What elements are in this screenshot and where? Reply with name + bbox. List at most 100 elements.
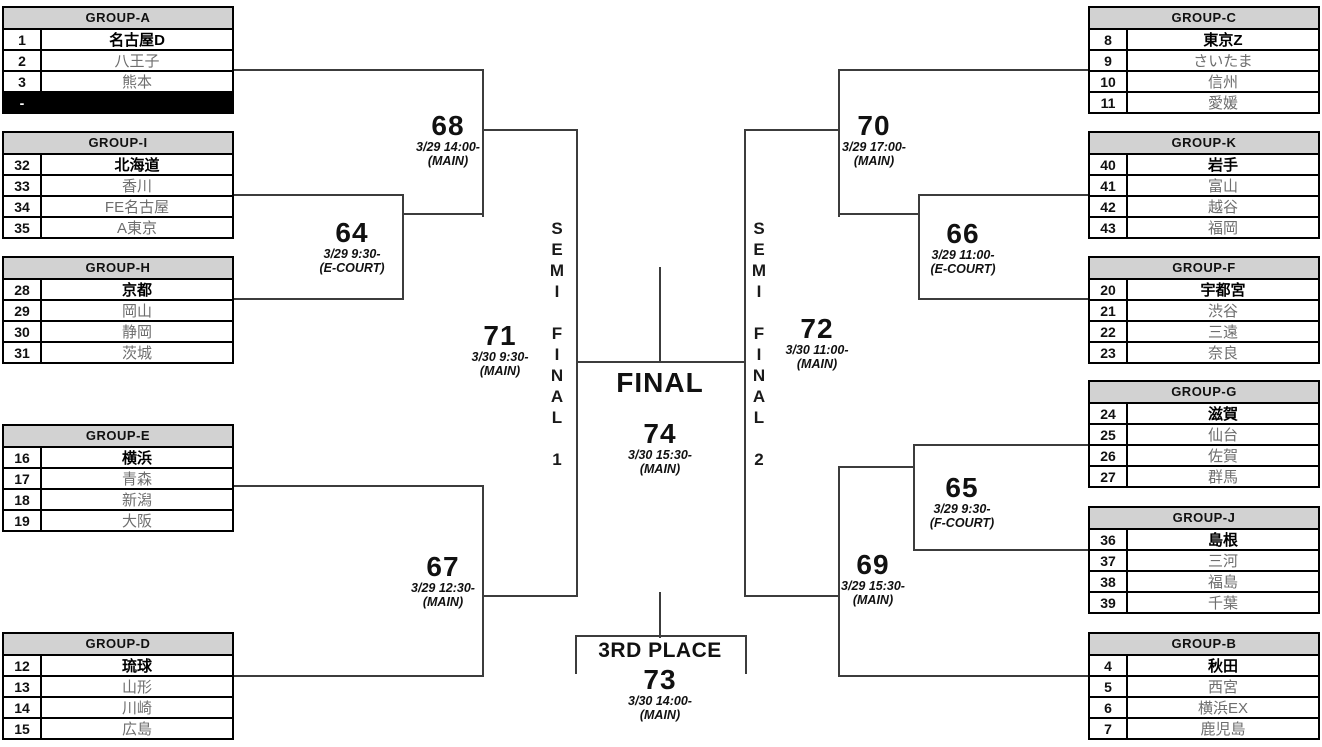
team-name: FE名古屋 xyxy=(104,199,170,216)
match-number: 67 xyxy=(426,551,460,582)
seed: 28 xyxy=(4,280,42,299)
team-row: 32 北海道 xyxy=(4,155,232,176)
match-number: 72 xyxy=(800,313,834,344)
team-row: 17 青森 xyxy=(4,469,232,490)
bracket-line-final-center xyxy=(659,267,661,363)
bracket-line-match66-join xyxy=(918,194,920,300)
team-row: 2 八王子 xyxy=(4,51,232,72)
team-row: 9 さいたま xyxy=(1090,51,1318,72)
team-name: 福島 xyxy=(1207,574,1238,591)
team-row: 13 山形 xyxy=(4,677,232,698)
match-venue: (E-COURT) xyxy=(319,261,385,275)
bracket-line-match64-join xyxy=(402,194,404,300)
group-table-d: GROUP-D 12 琉球 13 山形 14 川崎 15 広島 xyxy=(2,632,234,740)
seed: 41 xyxy=(1090,176,1128,195)
bracket-line-group-f-out xyxy=(918,298,1090,300)
team-name: 三河 xyxy=(1207,553,1238,570)
team-name: 八王子 xyxy=(114,53,160,70)
bracket-line-match65-out xyxy=(838,466,915,468)
team-name: 三遠 xyxy=(1207,324,1238,341)
team-row: 33 香川 xyxy=(4,176,232,197)
team-name: さいたま xyxy=(1193,53,1253,70)
bracket-line-match68-join xyxy=(482,69,484,217)
team-name: 川崎 xyxy=(121,700,152,717)
bracket-line-semifinal1-join xyxy=(576,129,578,597)
team-name: 大阪 xyxy=(121,513,152,530)
team-name: 信州 xyxy=(1207,74,1238,91)
seed: 32 xyxy=(4,155,42,174)
team-row: 21 渋谷 xyxy=(1090,301,1318,322)
team-name: 佐賀 xyxy=(1207,448,1238,465)
team-row: 30 静岡 xyxy=(4,322,232,343)
seed: 18 xyxy=(4,490,42,509)
team-name: 奈良 xyxy=(1207,345,1238,362)
bracket-line-match67-join xyxy=(482,485,484,677)
seed: 3 xyxy=(4,72,42,91)
team-name xyxy=(42,93,232,112)
seed: 25 xyxy=(1090,425,1128,444)
group-c-header: GROUP-C xyxy=(1090,8,1318,30)
group-table-f: GROUP-F 20 宇都宮 21 渋谷 22 三遠 23 奈良 xyxy=(1088,256,1320,364)
match-venue: (E-COURT) xyxy=(930,262,996,276)
match-69: 69 3/29 15:30- (MAIN) xyxy=(841,551,905,608)
bracket-line-match70-join xyxy=(838,69,840,217)
match-71: 71 3/30 9:30- (MAIN) xyxy=(471,322,529,379)
team-row: 28 京都 xyxy=(4,280,232,301)
team-row: 25 仙台 xyxy=(1090,425,1318,446)
team-row: 7 鹿児島 xyxy=(1090,719,1318,738)
match-number: 68 xyxy=(431,110,465,141)
match-number: 65 xyxy=(945,472,979,503)
seed: 29 xyxy=(4,301,42,320)
team-name: 東京Z xyxy=(1203,32,1243,49)
seed: 17 xyxy=(4,469,42,488)
bracket-line-match70-out xyxy=(744,129,840,131)
seed: 10 xyxy=(1090,72,1128,91)
team-name: 西宮 xyxy=(1207,679,1238,696)
match-datetime: 3/30 9:30- xyxy=(471,350,529,364)
team-name: 愛媛 xyxy=(1207,95,1238,112)
team-row: 8 東京Z xyxy=(1090,30,1318,51)
team-name: 滋賀 xyxy=(1207,406,1238,423)
bracket-line-semifinal1-out xyxy=(576,361,661,363)
team-row: 5 西宮 xyxy=(1090,677,1318,698)
bracket-line-match65-join xyxy=(913,444,915,551)
group-d-header: GROUP-D xyxy=(4,634,232,656)
seed: 23 xyxy=(1090,343,1128,362)
group-g-header: GROUP-G xyxy=(1090,382,1318,404)
team-name: 静岡 xyxy=(121,324,152,341)
team-name: 横浜EX xyxy=(1197,700,1248,717)
team-row: 1 名古屋D xyxy=(4,30,232,51)
team-name: 岡山 xyxy=(121,303,152,320)
group-table-h: GROUP-H 28 京都 29 岡山 30 静岡 31 茨城 xyxy=(2,256,234,364)
match-number: 73 xyxy=(643,664,677,695)
seed: 27 xyxy=(1090,467,1128,486)
bracket-line-group-j-out xyxy=(913,549,1090,551)
team-name: 新潟 xyxy=(121,492,152,509)
team-row: 14 川崎 xyxy=(4,698,232,719)
team-name: 横浜 xyxy=(121,450,152,467)
team-name: 京都 xyxy=(121,282,152,299)
team-name: 山形 xyxy=(121,679,152,696)
team-name: 熊本 xyxy=(121,74,152,91)
team-name: 秋田 xyxy=(1207,658,1238,675)
seed: 13 xyxy=(4,677,42,696)
match-datetime: 3/30 14:00- xyxy=(628,694,692,708)
match-venue: (MAIN) xyxy=(427,154,469,168)
seed: 20 xyxy=(1090,280,1128,299)
team-row: 38 福島 xyxy=(1090,572,1318,593)
match-number: 70 xyxy=(857,110,891,141)
match-venue: (MAIN) xyxy=(479,364,521,378)
bracket-line-thirdplace-right-tick xyxy=(745,635,747,674)
team-row: 16 横浜 xyxy=(4,448,232,469)
team-row: 18 新潟 xyxy=(4,490,232,511)
seed: 39 xyxy=(1090,593,1128,612)
bracket-line-group-h-out xyxy=(232,298,404,300)
seed: 6 xyxy=(1090,698,1128,717)
team-name: 越谷 xyxy=(1207,199,1238,216)
bracket-line-match64-out xyxy=(402,213,484,215)
seed: 26 xyxy=(1090,446,1128,465)
seed: 30 xyxy=(4,322,42,341)
team-row: 15 広島 xyxy=(4,719,232,738)
